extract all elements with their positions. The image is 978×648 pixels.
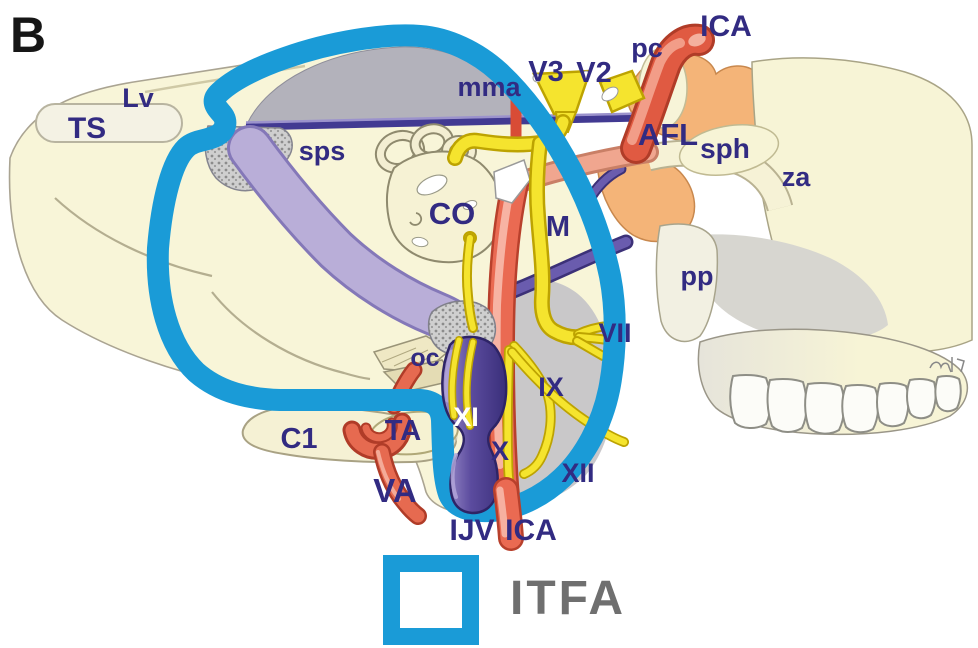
internal-carotid-upper — [620, 23, 715, 164]
label-v2: V2 — [576, 57, 611, 89]
internal-carotid-stub — [493, 477, 524, 551]
carotid-cut-marker — [493, 158, 531, 204]
label-mma: mma — [457, 72, 521, 102]
tooth — [934, 374, 962, 413]
label-ica-bottom: ICA — [505, 514, 557, 547]
itfa-region-outline — [146, 24, 626, 523]
label-m: M — [546, 211, 570, 243]
label-ijv: IJV — [449, 514, 494, 547]
label-afl: AFL — [638, 117, 698, 152]
facial-genu-strand — [461, 231, 478, 333]
label-sps: sps — [299, 136, 346, 166]
label-x: X — [491, 436, 509, 466]
label-oc: oc — [410, 344, 439, 372]
label-va: VA — [373, 472, 416, 509]
label-v3: V3 — [528, 56, 563, 88]
label-ica-top: ICA — [700, 10, 752, 43]
vagus-nerve — [502, 345, 516, 500]
teeth — [729, 373, 962, 435]
accessory-nerve-strands — [448, 336, 477, 430]
internal-jugular-vein — [441, 335, 508, 515]
infratemporal-shadow — [698, 234, 888, 342]
label-za: za — [782, 162, 812, 192]
artist-signature — [929, 357, 965, 373]
facial-nerve-branches — [572, 321, 619, 361]
pterygoid-process — [655, 223, 719, 343]
tooth — [766, 377, 808, 433]
label-vii: VII — [598, 318, 631, 348]
trigeminal-v2 — [598, 69, 646, 114]
tooth — [729, 373, 772, 429]
label-xii: XII — [561, 458, 594, 488]
label-pc: pc — [631, 33, 663, 63]
legend-label: ITFA — [510, 572, 626, 625]
hypoglossal-nerve — [507, 347, 629, 447]
label-xi: XI — [453, 402, 479, 432]
label-ix: IX — [538, 372, 564, 402]
superior-petrosal-sinus — [245, 112, 643, 131]
label-c1: C1 — [280, 423, 317, 455]
label-sph: sph — [700, 133, 750, 164]
label-ts: TS — [68, 112, 106, 145]
tooth — [804, 381, 846, 435]
tooth — [876, 381, 910, 428]
transverse-sinus-shape — [35, 103, 183, 143]
sphenoid-shape — [678, 124, 780, 176]
legend: ITFA — [383, 555, 626, 645]
panel-label: B — [10, 7, 46, 63]
label-ta: TA — [385, 415, 422, 447]
label-pp: pp — [681, 261, 714, 291]
tooth — [841, 383, 880, 434]
tooth — [906, 377, 937, 420]
legend-swatch — [383, 555, 479, 645]
label-co: CO — [429, 196, 476, 231]
label-lv: Lv — [122, 83, 154, 113]
